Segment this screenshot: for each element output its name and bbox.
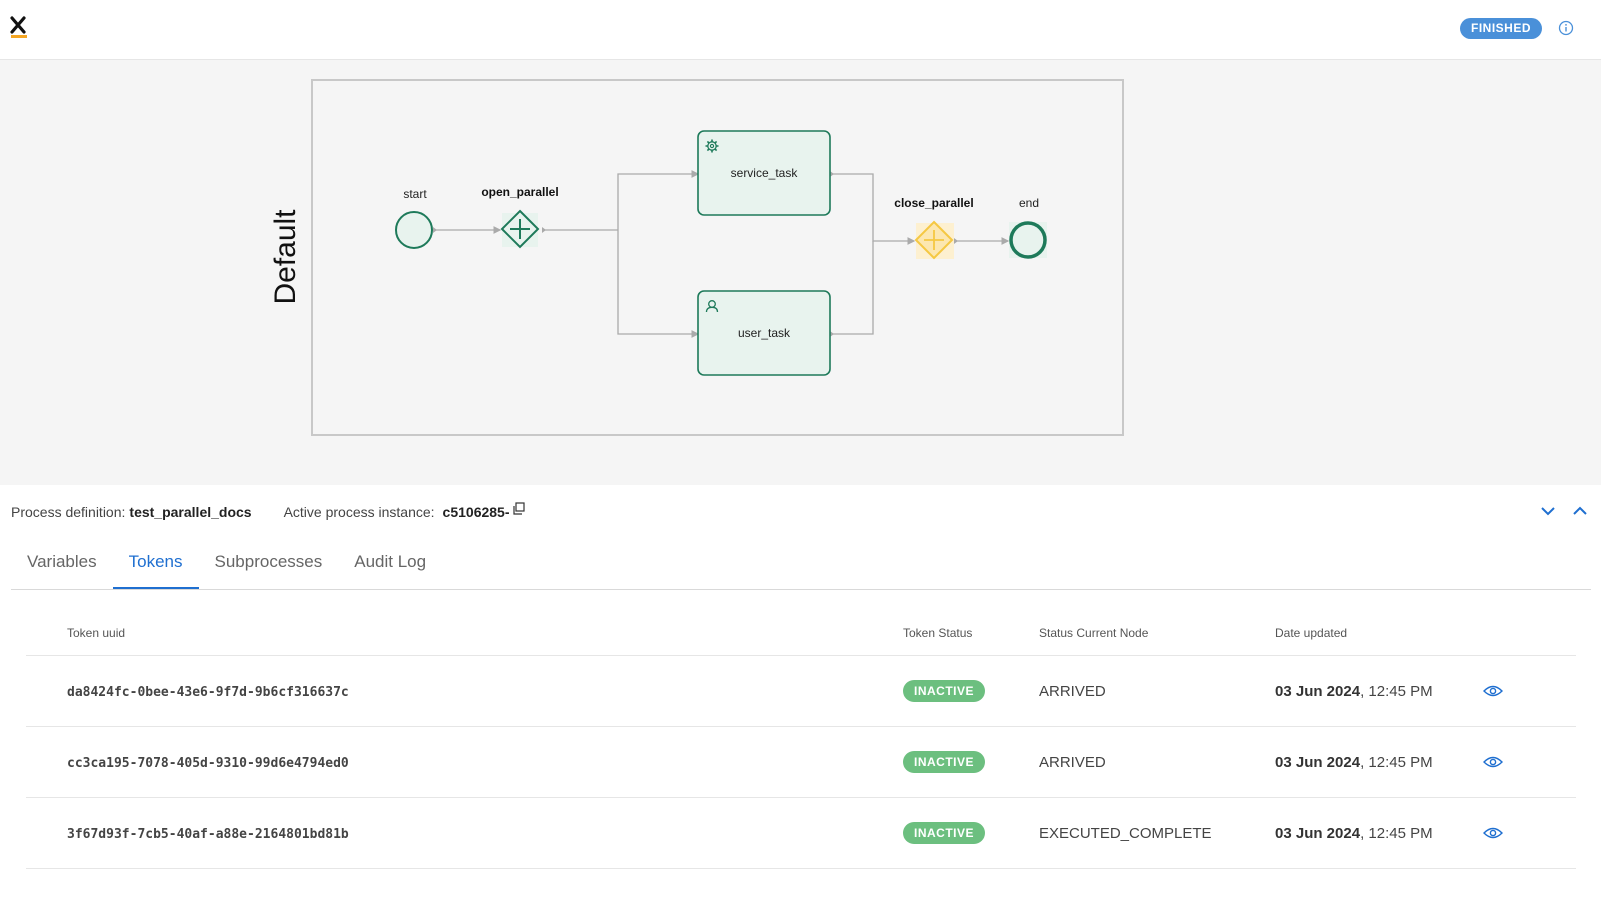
tab-bar: Variables Tokens Subprocesses Audit Log bbox=[11, 540, 1591, 590]
process-definition-value: test_parallel_docs bbox=[129, 504, 252, 520]
process-info-row: Process definition: test_parallel_docs A… bbox=[11, 500, 526, 524]
process-instance-value[interactable]: c5106285- bbox=[442, 504, 510, 520]
service-task-label: service_task bbox=[731, 166, 799, 180]
end-event-label: end bbox=[1019, 196, 1039, 210]
service-task[interactable]: service_task bbox=[697, 130, 831, 216]
token-uuid: da8424fc-0bee-43e6-9f7d-9b6cf316637c bbox=[67, 684, 349, 700]
process-instance-label: Active process instance: bbox=[283, 504, 435, 520]
chevron-down-icon[interactable] bbox=[1539, 502, 1557, 520]
token-uuid: cc3ca195-7078-405d-9310-99d6e4794ed0 bbox=[67, 755, 349, 771]
token-status-badge: INACTIVE bbox=[903, 822, 985, 844]
pool-label: Default bbox=[269, 209, 302, 305]
table-row[interactable]: cc3ca195-7078-405d-9310-99d6e4794ed0 INA… bbox=[26, 726, 1576, 798]
top-bar: FINISHED bbox=[0, 0, 1601, 60]
table-row[interactable]: da8424fc-0bee-43e6-9f7d-9b6cf316637c INA… bbox=[26, 655, 1576, 727]
sequence-flows bbox=[433, 170, 1010, 338]
open-parallel-label: open_parallel bbox=[481, 185, 558, 199]
gear-icon bbox=[705, 139, 719, 153]
header-status-current-node: Status Current Node bbox=[1039, 610, 1275, 656]
info-icon[interactable] bbox=[1558, 20, 1574, 36]
copy-icon[interactable] bbox=[512, 502, 526, 516]
eye-icon[interactable] bbox=[1483, 826, 1503, 840]
tab-tokens[interactable]: Tokens bbox=[112, 540, 199, 589]
user-icon bbox=[705, 300, 719, 313]
x-logo-icon[interactable] bbox=[10, 16, 28, 40]
eye-icon[interactable] bbox=[1483, 684, 1503, 698]
status-badge: FINISHED bbox=[1460, 18, 1542, 39]
date-updated: 03 Jun 2024, 12:45 PM bbox=[1275, 797, 1483, 869]
header-token-uuid: Token uuid bbox=[67, 610, 903, 656]
tab-subprocesses[interactable]: Subprocesses bbox=[214, 552, 323, 571]
start-event-label: start bbox=[403, 187, 427, 201]
node-status: ARRIVED bbox=[1039, 726, 1275, 798]
close-parallel-gateway[interactable] bbox=[914, 220, 954, 260]
date-updated: 03 Jun 2024, 12:45 PM bbox=[1275, 655, 1483, 727]
close-parallel-label: close_parallel bbox=[894, 196, 973, 210]
process-diagram-canvas[interactable]: Default start ope bbox=[0, 60, 1601, 485]
table-row[interactable]: 3f67d93f-7cb5-40af-a88e-2164801bd81b INA… bbox=[26, 797, 1576, 869]
eye-icon[interactable] bbox=[1483, 755, 1503, 769]
tab-variables[interactable]: Variables bbox=[27, 552, 97, 571]
table-header-row: Token uuid Token Status Status Current N… bbox=[26, 610, 1576, 656]
user-task-label: user_task bbox=[738, 326, 791, 340]
node-status: EXECUTED_COMPLETE bbox=[1039, 797, 1275, 869]
tokens-table: Token uuid Token Status Status Current N… bbox=[26, 610, 1576, 869]
node-status: ARRIVED bbox=[1039, 655, 1275, 727]
open-parallel-gateway[interactable] bbox=[500, 209, 540, 249]
chevron-up-icon[interactable] bbox=[1571, 502, 1589, 520]
token-uuid: 3f67d93f-7cb5-40af-a88e-2164801bd81b bbox=[67, 826, 349, 842]
pool bbox=[311, 79, 1124, 436]
end-event[interactable] bbox=[1009, 221, 1047, 259]
header-date-updated: Date updated bbox=[1275, 610, 1483, 656]
date-updated: 03 Jun 2024, 12:45 PM bbox=[1275, 726, 1483, 798]
token-status-badge: INACTIVE bbox=[903, 680, 985, 702]
header-token-status: Token Status bbox=[903, 610, 1039, 656]
token-status-badge: INACTIVE bbox=[903, 751, 985, 773]
start-event[interactable] bbox=[395, 211, 433, 249]
user-task[interactable]: user_task bbox=[697, 290, 831, 376]
tab-audit-log[interactable]: Audit Log bbox=[354, 552, 427, 571]
process-definition-label: Process definition: bbox=[11, 504, 126, 520]
